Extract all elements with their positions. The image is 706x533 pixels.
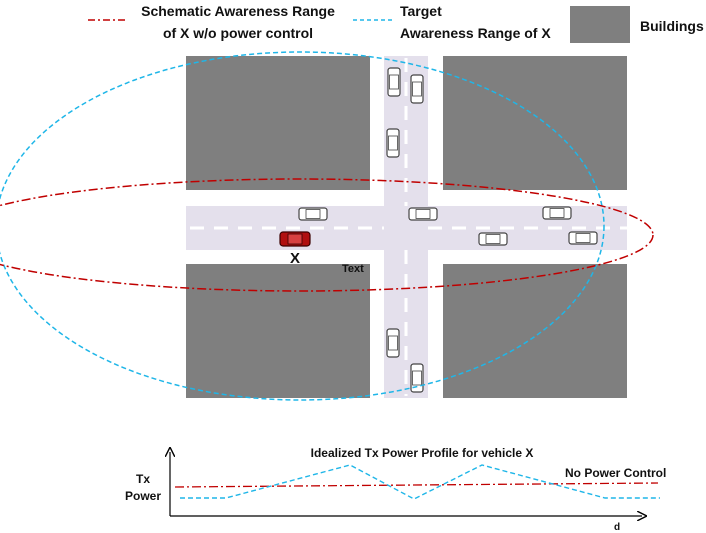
vehicle-horizontal-3	[542, 206, 572, 220]
building-top-left	[186, 56, 370, 190]
building-bottom-right	[443, 264, 627, 398]
building-bottom-left	[186, 264, 370, 398]
power-profile-title: Idealized Tx Power Profile for vehicle X	[311, 446, 534, 460]
vehicle-vertical-3	[386, 128, 400, 158]
legend-schematic-label-2: of X w/o power control	[163, 25, 313, 41]
map-text-label: Text	[342, 263, 364, 275]
target-awareness-range-ellipse	[0, 51, 605, 401]
power-plot-x-label: d	[614, 522, 620, 533]
vehicle-horizontal-4	[478, 232, 508, 246]
no-power-control-label: No Power Control	[565, 466, 666, 480]
vehicle-x-label: X	[290, 250, 300, 267]
vehicle-horizontal-1	[298, 207, 328, 221]
legend-target-label-1: Target	[400, 3, 442, 19]
vehicle-vertical-2	[410, 74, 424, 104]
vehicle-horizontal-2	[408, 207, 438, 221]
legend-schematic-label-1: Schematic Awareness Range	[141, 3, 335, 19]
legend-target-label-2: Awareness Range of X	[400, 25, 551, 41]
schematic-awareness-range-ellipse	[0, 178, 654, 292]
no-power-control-line	[174, 482, 659, 488]
power-plot-y-label-2: Power	[125, 489, 161, 503]
legend-buildings-label: Buildings	[640, 18, 704, 34]
vehicle-x-red-car	[279, 231, 311, 247]
vehicle-vertical-1	[387, 67, 401, 97]
vehicle-vertical-4	[386, 328, 400, 358]
power-profile-curve	[180, 464, 660, 500]
vehicle-horizontal-5	[568, 231, 598, 245]
power-plot-y-label-1: Tx	[136, 472, 150, 486]
building-top-right	[443, 56, 627, 190]
legend-building-swatch	[570, 6, 630, 43]
vehicle-vertical-5	[410, 363, 424, 393]
